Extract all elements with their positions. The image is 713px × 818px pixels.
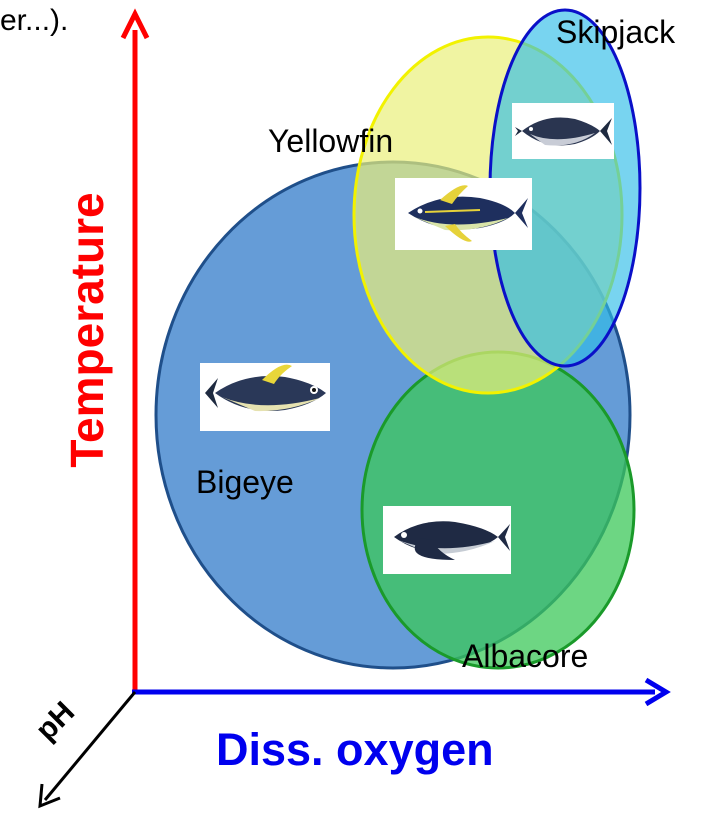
header-fragment: er...). (0, 4, 68, 37)
yellowfin-label: Yellowfin (268, 123, 393, 159)
temperature-axis-label: Temperature (61, 192, 113, 467)
albacore-fish-picture (383, 506, 511, 574)
skipjack-label: Skipjack (556, 14, 676, 50)
skipjack-fish-picture (512, 103, 614, 159)
oxygen-axis-label: Diss. oxygen (216, 724, 494, 775)
yellowfin-fish-picture (395, 178, 532, 250)
bigeye-fish-picture (200, 363, 330, 431)
bigeye-label: Bigeye (196, 464, 294, 500)
albacore-label: Albacore (462, 638, 588, 674)
ph-axis-label: pH (29, 695, 81, 747)
